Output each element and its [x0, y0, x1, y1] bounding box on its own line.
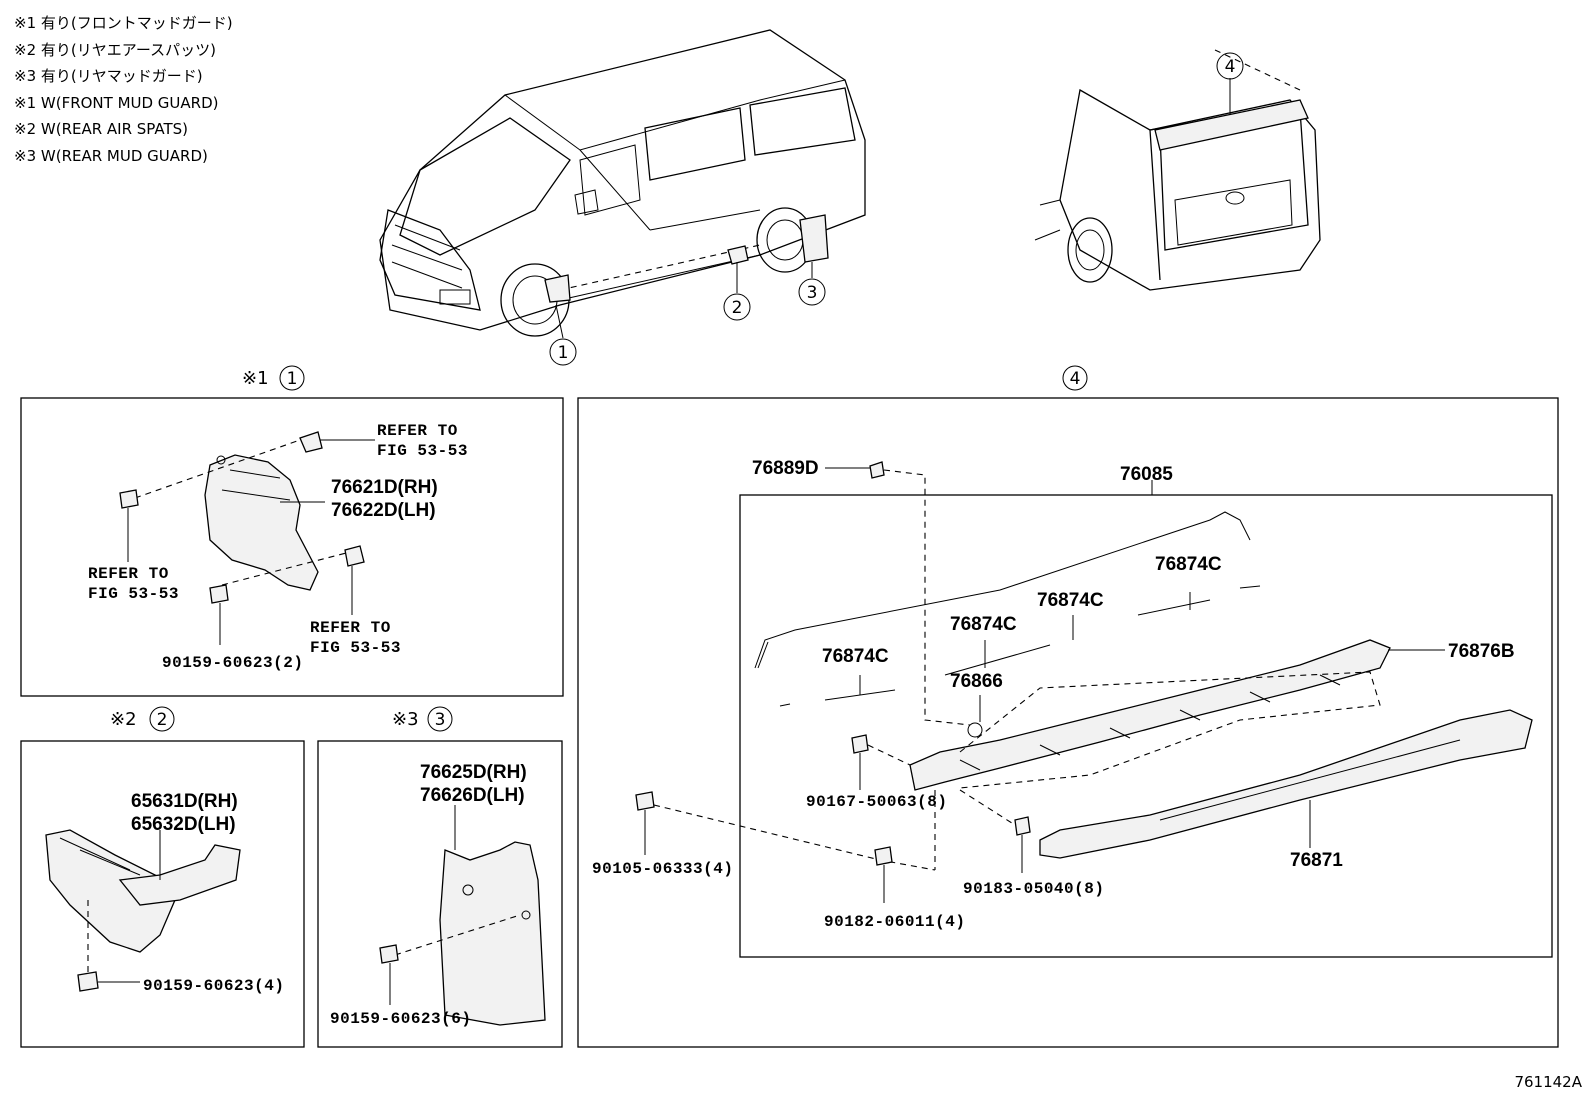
p1-refer-bottom-2: FIG 53-53 — [310, 639, 401, 657]
panel-4-frame — [577, 397, 1559, 1048]
callout-3: 3 — [798, 262, 826, 306]
note-line-6: ※3 W(REAR MUD GUARD) — [14, 146, 208, 165]
note-line-5: ※2 W(REAR AIR SPATS) — [14, 120, 189, 138]
panel-3-frame — [317, 740, 563, 1048]
note-line-2: ※2 有り(リヤエアースパッツ) — [14, 40, 216, 59]
figure-id: 761142A — [1514, 1073, 1582, 1091]
p3-part-rh: 76625D(RH) — [420, 762, 527, 783]
p4-76876B: 76876B — [1448, 641, 1515, 662]
van-front-illustration — [379, 29, 866, 337]
panel-1-frame — [20, 397, 564, 697]
p4-90105: 90105-06333(4) — [592, 860, 733, 878]
p4-76874C-a: 76874C — [1155, 554, 1222, 575]
svg-text:2: 2 — [732, 298, 743, 318]
panel-1-front-mud-guard — [119, 431, 375, 645]
svg-text:3: 3 — [435, 710, 446, 730]
p3-screw: 90159-60623(6) — [330, 1010, 471, 1028]
p2-screw: 90159-60623(4) — [143, 977, 284, 995]
svg-text:3: 3 — [807, 283, 818, 303]
p2-part-lh: 65632D(LH) — [131, 814, 236, 835]
p3-part-lh: 76626D(LH) — [420, 785, 525, 806]
p1-refer-left-1: REFER TO — [88, 565, 169, 583]
svg-text:※3: ※3 — [392, 709, 419, 730]
p4-76874C-b: 76874C — [1037, 590, 1104, 611]
note-line-1: ※1 有り(フロントマッドガード) — [14, 14, 233, 32]
p1-refer-bottom-1: REFER TO — [310, 619, 391, 637]
p4-76871: 76871 — [1290, 850, 1343, 871]
section-header-4: 4 — [1062, 365, 1088, 391]
p4-76874C-c: 76874C — [950, 614, 1017, 635]
panel-3-rear-mud-guard — [379, 805, 546, 1026]
p1-part-rh: 76621D(RH) — [331, 477, 438, 498]
section-header-2: ※2 2 — [110, 706, 175, 732]
note-line-3: ※3 有り(リヤマッドガード) — [14, 67, 203, 85]
svg-text:※2: ※2 — [110, 709, 137, 730]
svg-text:4: 4 — [1070, 369, 1081, 389]
p1-refer-top-1: REFER TO — [377, 422, 458, 440]
svg-text:※1: ※1 — [242, 368, 269, 389]
p1-screw: 90159-60623(2) — [162, 654, 303, 672]
note-line-4: ※1 W(FRONT MUD GUARD) — [14, 93, 219, 112]
svg-text:1: 1 — [287, 369, 298, 389]
callout-2: 2 — [723, 262, 751, 321]
svg-text:4: 4 — [1225, 57, 1236, 77]
panel-4-inner-frame — [739, 494, 1553, 958]
p1-refer-top-2: FIG 53-53 — [377, 442, 468, 460]
section-header-1: ※1 1 — [242, 365, 305, 391]
p1-part-lh: 76622D(LH) — [331, 500, 436, 521]
legend-notes: ※1 有り(フロントマッドガード) ※2 有り(リヤエアースパッツ) ※3 有り… — [14, 10, 233, 169]
p4-76874C-d: 76874C — [822, 646, 889, 667]
p4-76866: 76866 — [950, 671, 1003, 692]
p4-90167: 90167-50063(8) — [806, 793, 947, 811]
svg-text:1: 1 — [558, 343, 569, 363]
p1-refer-left-2: FIG 53-53 — [88, 585, 179, 603]
svg-text:2: 2 — [157, 710, 168, 730]
callout-4: 4 — [1216, 52, 1244, 115]
p4-76889D: 76889D — [752, 458, 819, 479]
p4-76085: 76085 — [1120, 464, 1173, 485]
p4-90183: 90183-05040(8) — [963, 880, 1104, 898]
p2-part-rh: 65631D(RH) — [131, 791, 238, 812]
van-rear-illustration — [1034, 49, 1321, 291]
callout-1: 1 — [549, 304, 577, 366]
section-header-3: ※3 3 — [392, 706, 453, 732]
panel-2-frame — [20, 740, 305, 1048]
panel-2-rear-air-spats — [45, 829, 241, 992]
panel-4-rear-spoiler — [635, 461, 1533, 903]
p4-90182: 90182-06011(4) — [824, 913, 965, 931]
